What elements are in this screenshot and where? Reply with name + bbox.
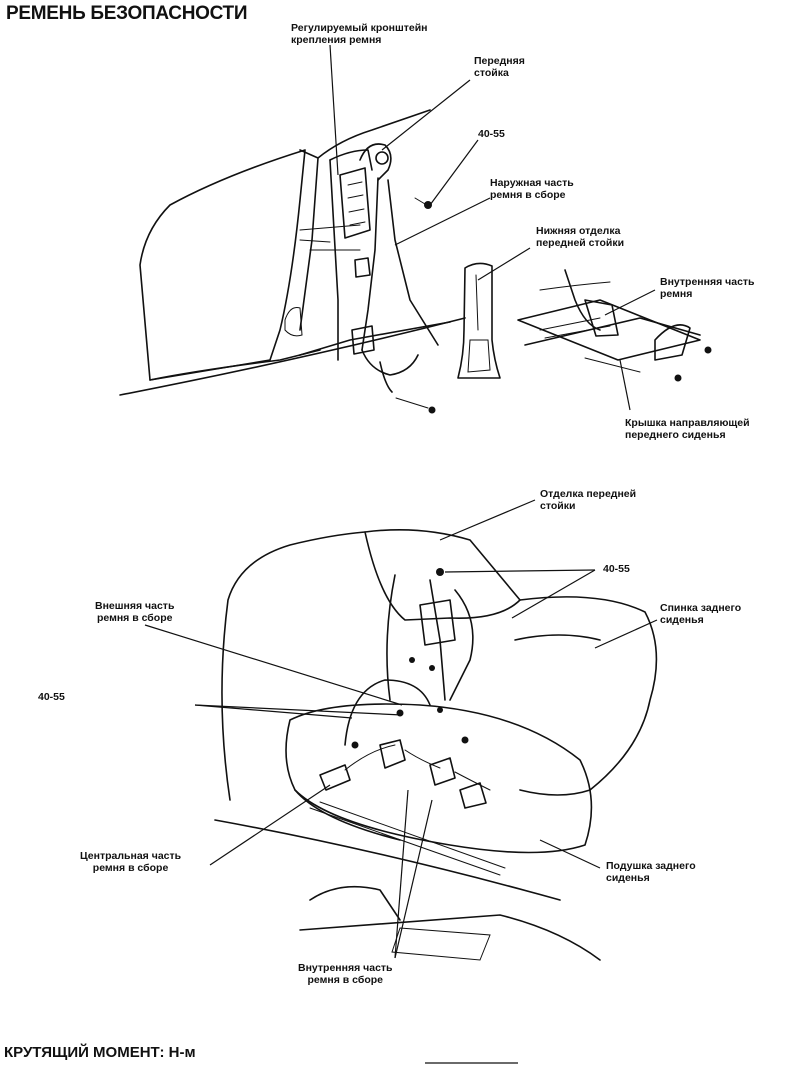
adjustable-bracket-drawing [339, 143, 392, 239]
label-rear-pillar-trim: Отделка передней стойки [540, 488, 637, 512]
front-inner-belt-drawing [517, 269, 712, 382]
page-title: РЕМЕНЬ БЕЗОПАСНОСТИ [6, 3, 248, 24]
label-front-inner-belt: Внутренняя часть ремня [660, 276, 755, 300]
label-seat-rail-cover: Крышка направляющей переднего сиденья [625, 417, 750, 441]
rear-cushion-drawing [285, 703, 593, 854]
front-door-outline [139, 149, 321, 381]
rear-leader-lines [144, 499, 658, 959]
label-front-pillar: Передняя стойка [474, 55, 525, 79]
front-outer-belt-drawing [351, 177, 439, 414]
rear-buckles-drawing [319, 739, 491, 809]
front-leader-lines [329, 44, 656, 411]
label-rear-inner-belt: Внутренняя часть ремня в сборе [298, 962, 393, 986]
lower-pillar-trim-drawing [457, 262, 501, 379]
torque-rear-left: 40-55 [38, 691, 65, 703]
torque-rear-right: 40-55 [603, 563, 630, 575]
label-adjustable-bracket: Регулируемый кронштейн крепления ремня [291, 22, 428, 46]
rear-seatback-drawing [514, 596, 658, 796]
rear-body-outline [214, 529, 601, 961]
torque-front: 40-55 [478, 128, 505, 140]
label-front-outer-belt: Наружная часть ремня в сборе [490, 177, 574, 201]
label-rear-center-belt: Центральная часть ремня в сборе [80, 850, 182, 874]
torque-heading: КРУТЯЩИЙ МОМЕНТ: Н-м [4, 1044, 196, 1061]
label-rear-seatback: Спинка заднего сиденья [660, 602, 742, 626]
label-front-lower-trim: Нижняя отделка передней стойки [536, 225, 625, 249]
label-rear-outer-belt: Внешняя часть ремня в сборе [95, 600, 175, 624]
front-pillar-frame [119, 109, 466, 396]
label-rear-cushion: Подушка заднего сиденья [606, 860, 696, 884]
rear-outer-belt-drawing [344, 568, 474, 749]
